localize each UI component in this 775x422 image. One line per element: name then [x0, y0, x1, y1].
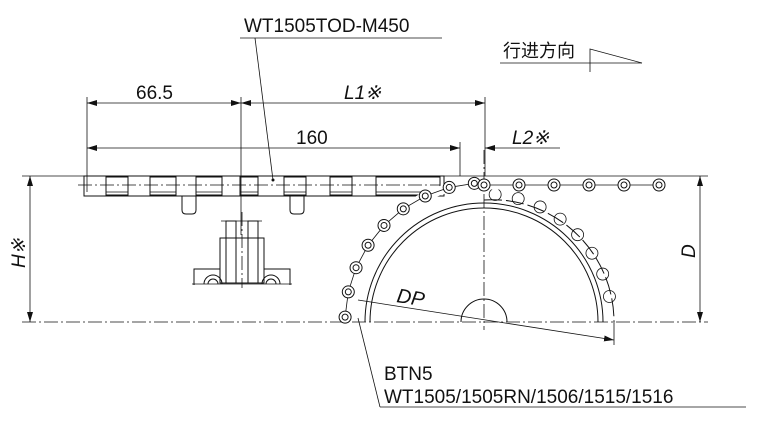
sprocket-callout: BTN5 WT1505/1505RN/1506/1515/1516	[357, 317, 746, 408]
chain-models-label: WT1505/1505RN/1506/1515/1516	[384, 387, 673, 408]
chain-pin-inner	[364, 241, 372, 249]
sprocket-tooth	[533, 200, 547, 214]
chain-pin	[477, 178, 491, 192]
chain-pin	[338, 310, 352, 324]
sprocket-tooth	[511, 192, 525, 206]
chain-pin	[442, 180, 456, 194]
chain-pin	[361, 238, 375, 252]
chain-pin-inner	[352, 264, 360, 272]
chain-pin-inner	[620, 181, 628, 189]
dimension-160: 160	[87, 128, 461, 176]
chain-plate	[283, 176, 307, 196]
chain-plate	[105, 176, 129, 196]
sprocket-tooth	[571, 228, 585, 242]
dim-L1-label: L1※	[344, 83, 382, 104]
dimension-DP: DP	[357, 285, 615, 345]
chain-pin	[418, 189, 432, 203]
chain-pin	[582, 178, 596, 192]
chain-pin	[512, 178, 526, 192]
direction-label: 行进方向	[503, 41, 575, 61]
chain-pin	[377, 218, 391, 232]
travel-direction-indicator: 行进方向	[500, 41, 643, 72]
chain-cross-section	[192, 212, 292, 288]
sprocket	[364, 188, 616, 323]
chain-pin-inner	[445, 183, 453, 191]
chain-pin-inner	[421, 192, 429, 200]
chain-pin	[652, 178, 666, 192]
chain-plate	[195, 176, 223, 196]
chain-plate	[239, 176, 259, 196]
sprocket-tooth	[488, 188, 502, 201]
chain-pin-inner	[655, 181, 663, 189]
dim-D-label: D	[679, 244, 700, 258]
chain-pin-inner	[480, 181, 488, 189]
dim-160-label: 160	[296, 128, 328, 149]
dim-DP-label: DP	[395, 285, 427, 311]
chain-side-view	[78, 175, 445, 215]
dimension-L2: L2※	[485, 128, 560, 151]
chain-pin-inner	[585, 181, 593, 189]
chain-pin	[396, 202, 410, 216]
sprocket-tooth	[596, 267, 610, 281]
chain-on-sprocket	[338, 176, 666, 324]
chain-plate	[149, 176, 177, 196]
sprocket-model-label: BTN5	[384, 364, 433, 385]
chain-pin-inner	[470, 179, 478, 187]
chain-pin-inner	[399, 205, 407, 213]
sprocket-tooth	[553, 212, 567, 226]
dimension-L1: L1※	[241, 83, 485, 106]
chain-pin-inner	[344, 288, 352, 296]
chain-pin-inner	[550, 181, 558, 189]
chain-pin-inner	[515, 181, 523, 189]
dim-66-5-label: 66.5	[136, 83, 173, 104]
chain-pin-inner	[380, 221, 388, 229]
sprocket-tooth	[603, 290, 616, 303]
chain-plate	[329, 176, 353, 196]
chain-pin-inner	[341, 313, 349, 321]
chain-pin	[547, 178, 561, 192]
part-number-callout: WT1505TOD-M450	[240, 16, 442, 182]
chain-pin	[349, 261, 363, 275]
part-number-label: WT1505TOD-M450	[244, 16, 409, 37]
sprocket-tooth	[585, 246, 599, 260]
chain-pin	[341, 285, 355, 299]
dimension-66-5: 66.5	[86, 83, 486, 235]
dimension-D: D	[679, 176, 703, 322]
dim-H-label: H※	[9, 237, 30, 268]
chain-pin	[617, 178, 631, 192]
dim-L2-label: L2※	[512, 128, 550, 149]
dimension-H: H※	[9, 176, 33, 322]
